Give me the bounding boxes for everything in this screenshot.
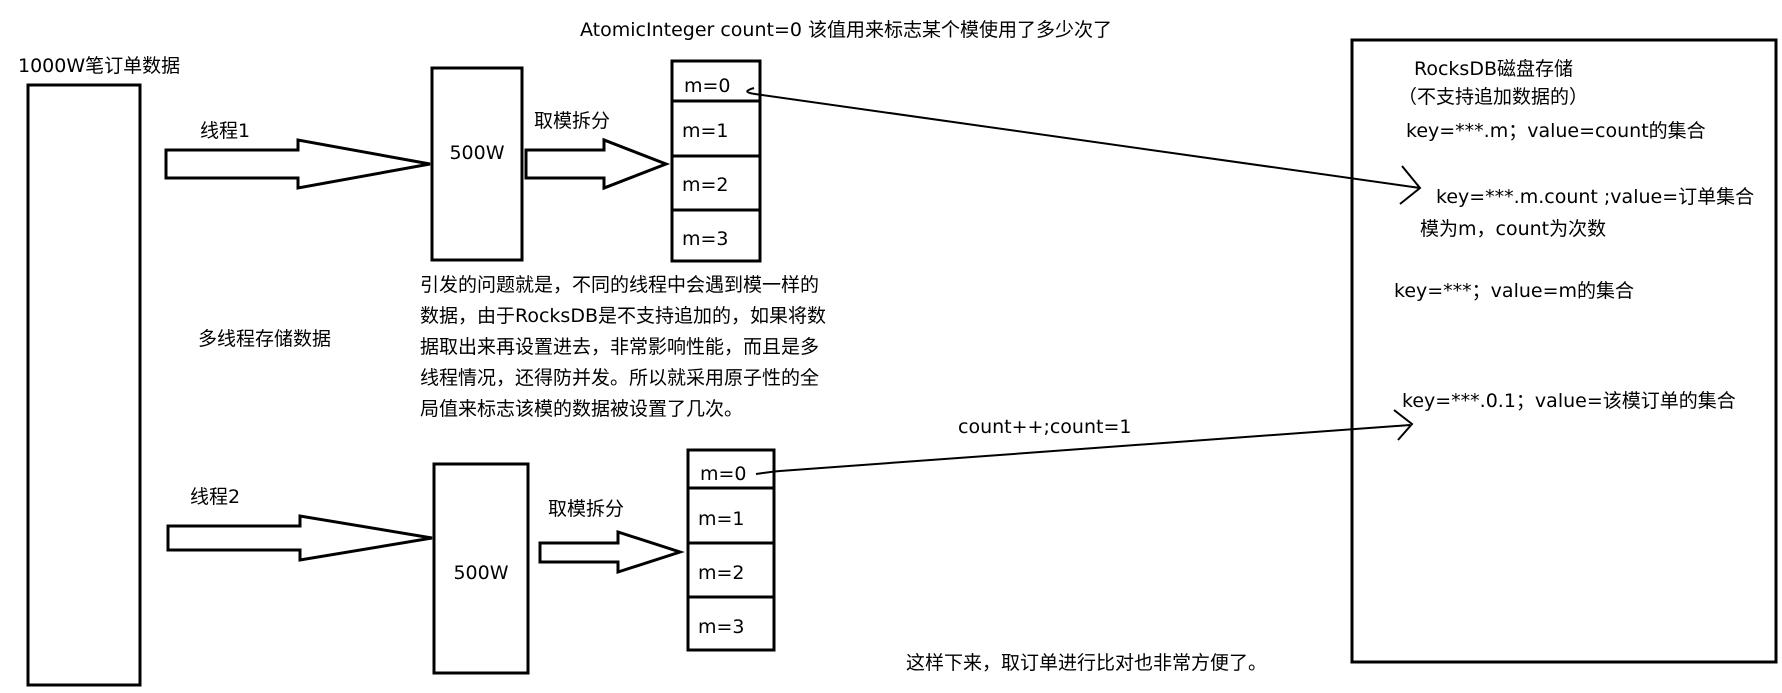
chunk2-label: 500W <box>453 562 509 584</box>
thread2-arrow-shape <box>166 514 433 562</box>
problem-line: 数据，由于RocksDB是不支持追加的，如果将数 <box>420 305 826 327</box>
conclusion-note: 这样下来，取订单进行比对也非常方便了。 <box>906 652 1268 674</box>
split2-arrow-shape <box>538 529 685 575</box>
rocksdb-subtitle: （不支持追加数据的） <box>1398 86 1589 108</box>
problem-line: 引发的问题就是，不同的线程中会遇到模一样的 <box>420 274 820 296</box>
count-increment-note: count++;count=1 <box>958 416 1132 438</box>
split1-arrow-shape <box>524 137 671 191</box>
mod-cell-label: m=3 <box>698 616 745 638</box>
mod-cell-label: m=1 <box>698 508 745 530</box>
thread1-arrow-shape <box>164 138 431 190</box>
mod-cell-label: m=2 <box>698 562 745 584</box>
connector-m0-to-rocksdb <box>746 87 1421 189</box>
rocksdb-storage-box <box>1350 38 1778 664</box>
atomic-counter-note: AtomicInteger count=0 该值用来标志某个模使用了多少次了 <box>580 19 1113 41</box>
mod-cell-label: m=0 <box>684 75 731 97</box>
mod-cell-label: m=3 <box>682 228 729 250</box>
kv-order-set: key=***.m.count ;value=订单集合 <box>1436 186 1755 208</box>
kv-count-set: key=***.m；value=count的集合 <box>1406 120 1706 142</box>
kv-mod-set: key=***；value=m的集合 <box>1394 280 1635 302</box>
connector-arrowhead-2 <box>1393 409 1414 441</box>
multithread-storage-label: 多线程存储数据 <box>198 328 332 350</box>
source-data-box <box>26 83 142 687</box>
kv-order-set-note: 模为m，count为次数 <box>1420 218 1607 240</box>
mod-table-2 <box>686 448 776 652</box>
chunk1-label: 500W <box>449 142 505 164</box>
chunk2-box <box>432 462 530 675</box>
mod-cell-label: m=2 <box>682 174 729 196</box>
rocksdb-title: RocksDB磁盘存储 <box>1414 58 1573 80</box>
connector-arrowhead-1 <box>1399 165 1422 205</box>
split2-label: 取模拆分 <box>548 498 625 520</box>
thread1-label: 线程1 <box>200 120 251 142</box>
problem-line: 据取出来再设置进去，非常影响性能，而且是多 <box>420 336 820 358</box>
problem-line: 局值来标志该模的数据被设置了几次。 <box>420 398 744 420</box>
thread2-label: 线程2 <box>190 486 241 508</box>
connector-m0-thread2-to-rocksdb <box>755 424 1411 475</box>
split1-label: 取模拆分 <box>534 110 611 132</box>
mod-table-1 <box>670 59 762 263</box>
source-data-label: 1000W笔订单数据 <box>18 55 181 77</box>
mod-cell-label: m=0 <box>700 463 747 485</box>
problem-line: 线程情况，还得防并发。所以就采用原子性的全 <box>420 367 820 389</box>
mod-cell-label: m=1 <box>682 120 729 142</box>
problem-explanation: 引发的问题就是，不同的线程中会遇到模一样的 数据，由于RocksDB是不支持追加… <box>420 270 826 425</box>
kv-mod-order-set: key=***.0.1；value=该模订单的集合 <box>1402 390 1736 412</box>
chunk1-box <box>430 66 524 262</box>
